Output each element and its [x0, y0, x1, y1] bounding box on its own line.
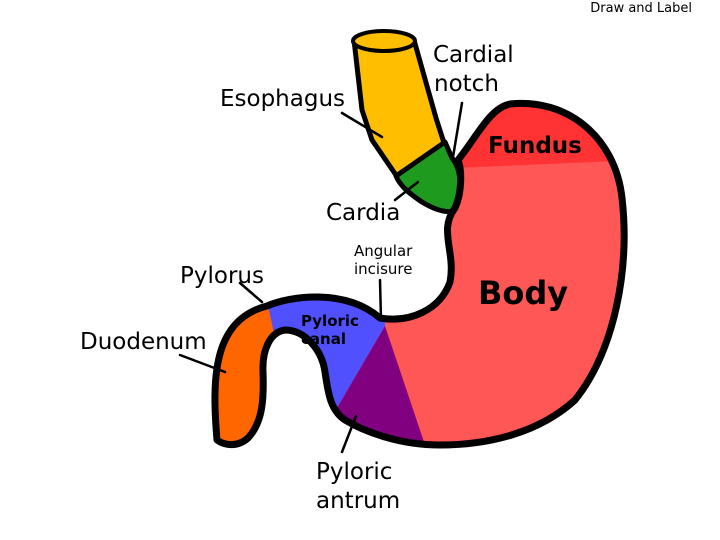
label-body: Body: [478, 274, 568, 312]
label-pyloric-canal-1: Pyloric: [301, 312, 359, 330]
label-pylorus: Pylorus: [180, 263, 264, 289]
label-pyloric-antrum-2: antrum: [316, 488, 400, 514]
label-duodenum: Duodenum: [80, 329, 207, 355]
cardia-leader: [393, 180, 420, 202]
slide-title: Draw and Label: [590, 1, 692, 16]
label-pyloric-antrum-1: Pyloric: [316, 459, 392, 485]
label-cardia: Cardia: [326, 200, 400, 226]
label-pyloric-canal-2: canal: [301, 330, 346, 348]
label-fundus: Fundus: [488, 133, 582, 159]
pylorus-leader: [238, 281, 264, 304]
label-esophagus: Esophagus: [220, 86, 345, 112]
pyloric-antrum-leader: [340, 414, 358, 454]
label-angular-incisure-2: incisure: [354, 260, 412, 278]
label-cardial-notch-2: notch: [434, 71, 499, 97]
stomach-outline: [211, 99, 628, 449]
angular-incisure-leader: [378, 278, 383, 322]
esophagus-leader: [340, 111, 384, 139]
cardial-notch-leader: [451, 101, 464, 159]
label-cardial-notch-1: Cardial: [433, 42, 514, 68]
duodenum-leader: [178, 353, 227, 374]
label-angular-incisure-1: Angular: [354, 242, 413, 260]
esophagus-opening: [351, 29, 417, 53]
